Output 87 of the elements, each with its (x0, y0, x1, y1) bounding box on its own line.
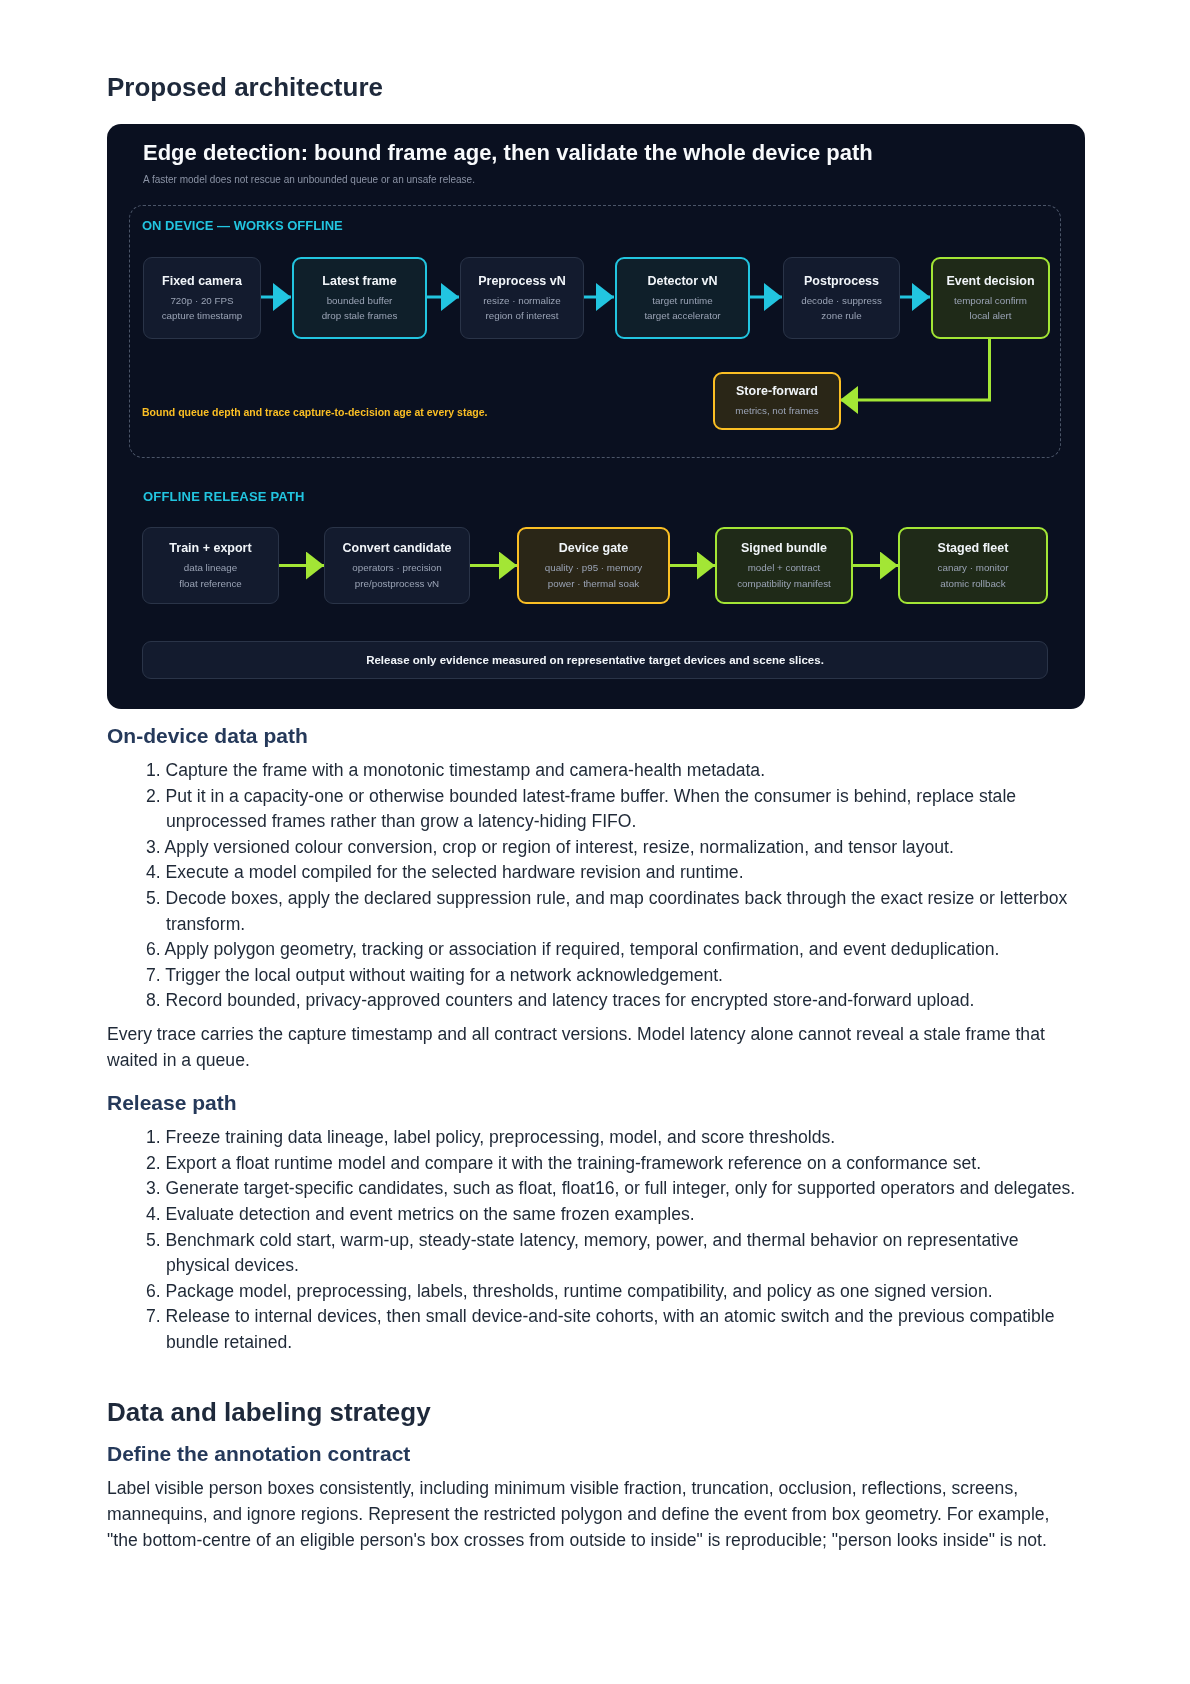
page-heading: Proposed architecture (107, 72, 384, 102)
box-detail: target runtime (652, 293, 713, 308)
arrow (260, 283, 291, 311)
list-item: 6. Package model, preprocessing, labels, thresholds, runtime compatibility, and policy as one signed version. (145, 1279, 994, 1303)
box-detail: data lineage (183, 561, 238, 575)
box-detail: target accelerator (644, 309, 721, 323)
list-item: 3. Apply versioned colour conversion, crop or region of interest, resize, normalization, and tensor layout. (145, 835, 955, 859)
process-box (783, 257, 900, 339)
box-title: Staged fleet (937, 540, 1009, 556)
list-item: 8. Record bounded, privacy-approved counters and latency traces for encrypted store-and-forward upload. (145, 989, 976, 1013)
process-box (292, 257, 427, 339)
box-detail: drop stale frames (321, 309, 398, 323)
dashed-group-frame (129, 205, 1061, 458)
arrow (670, 551, 715, 580)
arrow (583, 283, 614, 311)
arrow (899, 283, 930, 311)
process-box (517, 527, 670, 604)
process-box (143, 257, 261, 339)
arrow (853, 551, 898, 580)
list-item: 6. Apply polygon geometry, tracking or association if required, temporal confirmation, and event deduplication. (145, 938, 1001, 962)
box-title: Latest frame (322, 272, 397, 289)
box-detail: 720p · 20 FPS (170, 293, 234, 308)
list-item: 7. Release to internal devices, then small device-and-site cohorts, with an atomic switch and the previous compatible bundle retained. (145, 1305, 1056, 1354)
process-box (898, 527, 1048, 604)
box-detail: quality · p95 · memory (544, 561, 643, 575)
process-box (715, 527, 853, 604)
list-item: 3. Generate target-specific candidates, such as float, float16, or full integer, only for supported operators and delegates. (145, 1177, 1077, 1201)
process-box (713, 372, 841, 430)
box-detail: atomic rollback (940, 576, 1006, 591)
arrow (749, 283, 782, 311)
box-title: Event decision (946, 272, 1035, 289)
subsection-heading: Define the annotation contract (107, 1441, 412, 1468)
box-detail: pre/postprocess vN (354, 576, 440, 591)
box-detail: zone rule (821, 309, 862, 323)
box-detail: model + contract (747, 561, 821, 575)
process-box (615, 257, 750, 339)
arrow (840, 338, 991, 414)
paragraph: Label visible person boxes consistently, including minimum visible fraction, truncation, occlusion, reflections, screens, mannequins, and ignore regions. Represent the restricted polygon and define the event from box geometry. For example, "the bottom-centre of an eligible person's box crosses from outside to inside" is reproducible; "person looks inside" is not. (107, 1477, 1051, 1552)
box-title: Detector vN (647, 272, 718, 289)
box-detail: operators · precision (352, 561, 442, 575)
list-item: 5. Decode boxes, apply the declared suppression rule, and map coordinates back through the exact resize or letterbox transform. (145, 886, 1069, 936)
box-title: Train + export (169, 540, 252, 556)
note-text: Bound queue depth and trace capture-to-decision age at every stage. (142, 406, 488, 418)
list-item: 2. Put it in a capacity-one or otherwise bounded latest-frame buffer. When the consumer is behind, replace stale unprocessed frames rather than grow a latency-hiding FIFO. (145, 784, 1018, 834)
group-heading: ON DEVICE — WORKS OFFLINE (142, 218, 343, 233)
box-title: Postprocess (804, 272, 879, 289)
list-item: 4. Evaluate detection and event metrics on the same frozen examples. (145, 1202, 696, 1226)
box-detail: region of interest (485, 309, 559, 323)
list-item: 4. Execute a model compiled for the selected hardware revision and runtime. (145, 861, 745, 885)
box-detail: decode · suppress (801, 293, 882, 308)
process-box (324, 527, 470, 604)
process-box (931, 257, 1050, 339)
banner-text: Release only evidence measured on representative target devices and scene slices. (366, 653, 824, 668)
box-title: Store-forward (736, 383, 818, 400)
process-box (460, 257, 584, 339)
box-detail: metrics, not frames (735, 404, 819, 419)
list-item: 5. Benchmark cold start, warm-up, steady-state latency, memory, power, and thermal behavior on representative physical devices. (145, 1228, 1020, 1278)
arrow (470, 551, 517, 580)
box-title: Signed bundle (740, 540, 828, 556)
arrow (426, 283, 459, 311)
arrow (279, 551, 324, 580)
paragraph: Every trace carries the capture timestamp and all contract versions. Model latency alone cannot reveal a stale frame that waited in a queue. (107, 1022, 1046, 1072)
box-title: Device gate (558, 540, 629, 556)
box-title: Convert candidate (342, 540, 452, 556)
list-item: 7. Trigger the local output without waiting for a network acknowledgement. (145, 963, 724, 987)
list-item: 1. Capture the frame with a monotonic timestamp and camera-health metadata. (145, 759, 767, 782)
list-item: 2. Export a float runtime model and compare it with the training-framework reference on a conformance set. (145, 1151, 983, 1175)
box-detail: local alert (969, 309, 1012, 323)
note-banner (142, 641, 1048, 679)
section-heading: Data and labeling strategy (107, 1397, 432, 1428)
box-detail: canary · monitor (937, 561, 1009, 575)
box-title: Preprocess vN (478, 272, 566, 289)
subsection-heading: Release path (107, 1090, 238, 1117)
box-detail: resize · normalize (483, 293, 561, 308)
box-detail: float reference (179, 576, 242, 591)
section-label: OFFLINE RELEASE PATH (143, 489, 305, 504)
list-item: 1. Freeze training data lineage, label policy, preprocessing, model, and score thresholds. (145, 1126, 837, 1150)
box-detail: compatibility manifest (737, 576, 831, 591)
box-title: Fixed camera (162, 272, 242, 289)
subtitle: A faster model does not rescue an unbounded queue or an unsafe release. (143, 174, 475, 185)
box-detail: bounded buffer (326, 293, 393, 308)
box-detail: capture timestamp (161, 309, 243, 323)
subsection-heading: On-device data path (107, 723, 309, 749)
box-detail: temporal confirm (954, 293, 1027, 308)
process-box (142, 527, 279, 604)
box-detail: power · thermal soak (547, 576, 640, 591)
diagram-title: Edge detection: bound frame age, then validate the whole device path (143, 140, 873, 166)
